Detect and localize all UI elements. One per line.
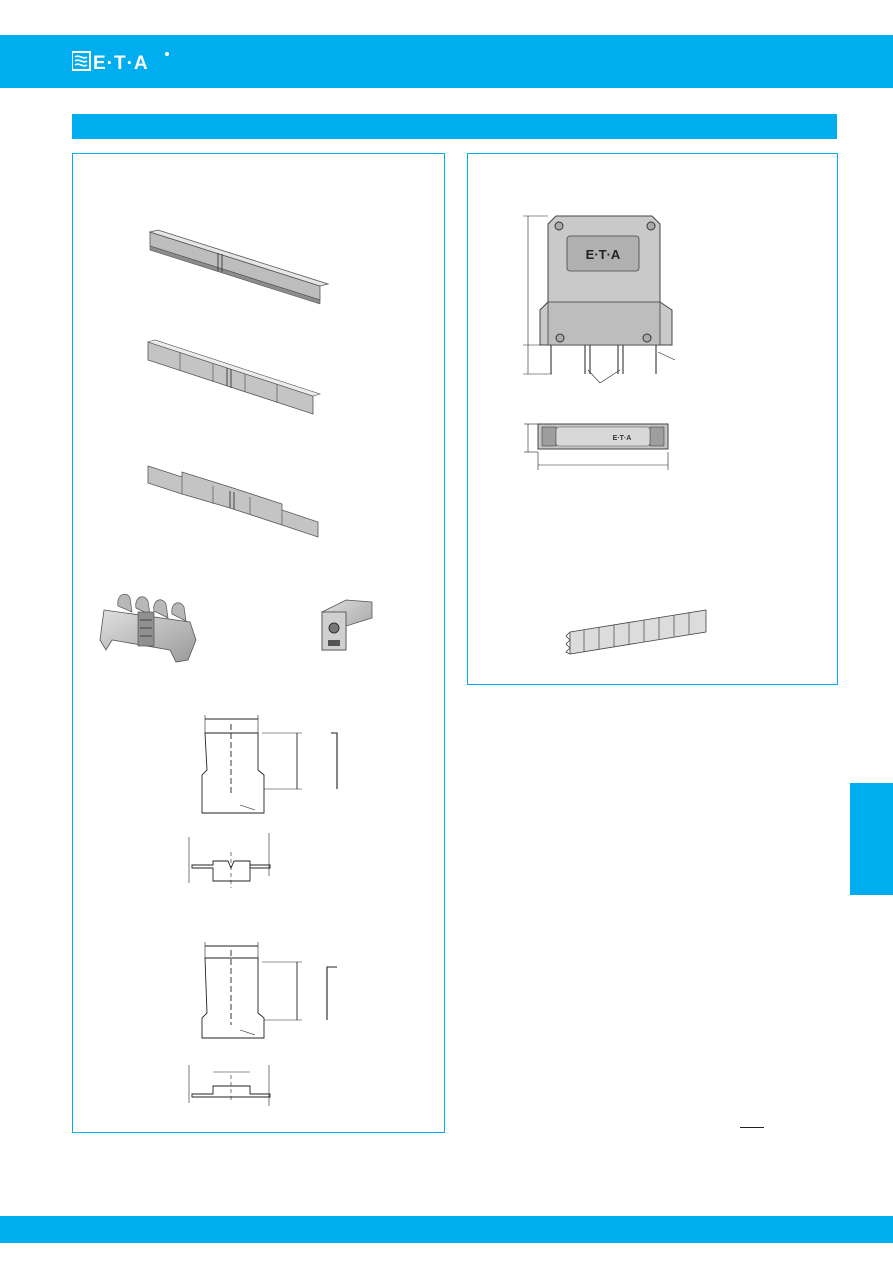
- relay-top-logo: E·T·A: [613, 435, 632, 442]
- relay-front-logo: E·T·A: [586, 247, 621, 262]
- section-title-bar: [72, 114, 837, 139]
- relay-top-drawing: E·T·A: [524, 423, 669, 470]
- busbar-flat-image: [146, 339, 322, 415]
- underline-mark: [740, 1127, 764, 1128]
- busbar-rail-image: [148, 229, 330, 305]
- dimension-drawing-b: [188, 942, 337, 1106]
- busbar-stepped-image: [147, 465, 319, 538]
- svg-text:E·T·A: E·T·A: [93, 53, 149, 73]
- side-tab: [850, 783, 893, 895]
- footer-band: [0, 1216, 893, 1243]
- terminal-block-image: [99, 593, 197, 663]
- eta-logo: E·T·A: [72, 51, 169, 73]
- dimension-drawing-a: [188, 715, 338, 888]
- marker-strip-image: [565, 609, 707, 655]
- relay-front-drawing: E·T·A: [523, 215, 676, 384]
- header-band: [0, 35, 893, 88]
- connector-clip-image: [321, 599, 373, 651]
